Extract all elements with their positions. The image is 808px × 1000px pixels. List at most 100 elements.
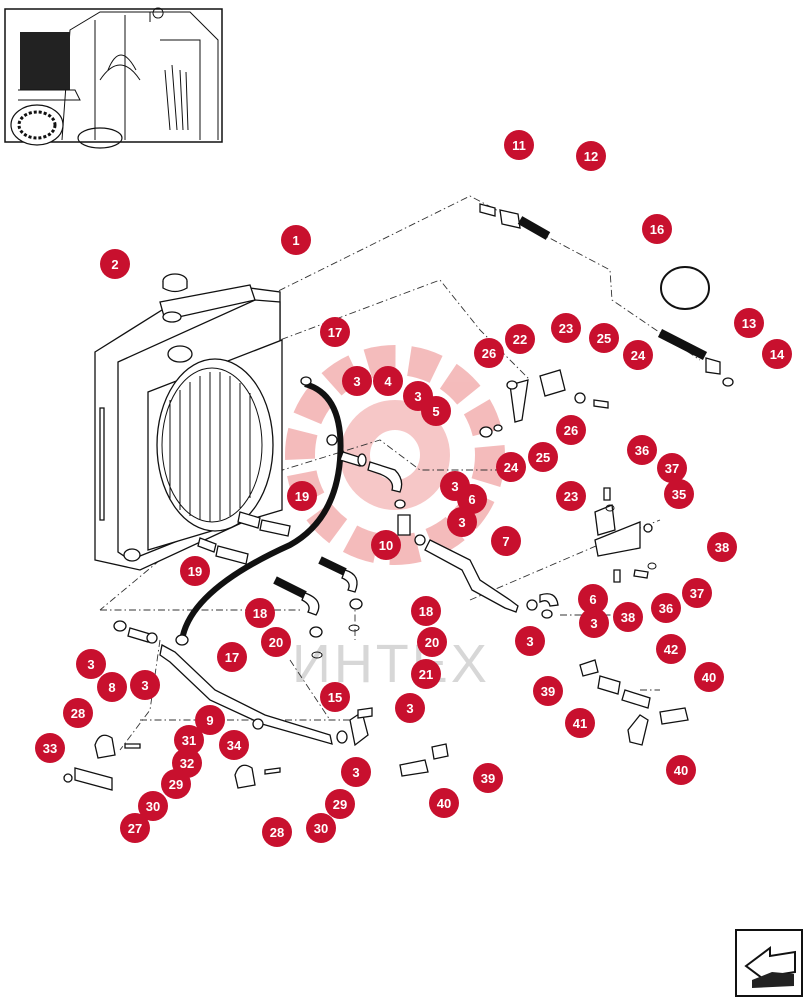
next-page-arrow-icon[interactable] bbox=[735, 929, 803, 997]
callout-number: 13 bbox=[742, 316, 756, 331]
callout-38: 38 bbox=[613, 602, 643, 632]
callout-badge bbox=[76, 649, 106, 679]
callout-40: 40 bbox=[666, 755, 696, 785]
callout-number: 26 bbox=[482, 346, 496, 361]
callout-number: 37 bbox=[665, 461, 679, 476]
callout-badge bbox=[515, 626, 545, 656]
callout-number: 29 bbox=[169, 777, 183, 792]
callout-number: 6 bbox=[468, 492, 475, 507]
callout-number: 22 bbox=[513, 332, 527, 347]
callout-badge bbox=[762, 339, 792, 369]
callout-3: 3 bbox=[76, 649, 106, 679]
callout-25: 25 bbox=[589, 323, 619, 353]
callout-badge bbox=[100, 249, 130, 279]
callout-number: 5 bbox=[432, 404, 439, 419]
callout-badge bbox=[219, 730, 249, 760]
callout-40: 40 bbox=[429, 788, 459, 818]
callout-9: 9 bbox=[195, 705, 225, 735]
callout-number: 40 bbox=[702, 670, 716, 685]
callout-badge bbox=[496, 452, 526, 482]
callout-number: 42 bbox=[664, 642, 678, 657]
callout-3: 3 bbox=[447, 507, 477, 537]
callout-number: 26 bbox=[564, 423, 578, 438]
callout-number: 3 bbox=[406, 701, 413, 716]
callout-number: 40 bbox=[674, 763, 688, 778]
callout-number: 32 bbox=[180, 756, 194, 771]
coolant-hose bbox=[179, 381, 344, 641]
callout-number: 40 bbox=[437, 796, 451, 811]
callout-15: 15 bbox=[320, 682, 350, 712]
callout-30: 30 bbox=[138, 791, 168, 821]
callout-number: 33 bbox=[43, 741, 57, 756]
callout-30: 30 bbox=[306, 813, 336, 843]
callout-24: 24 bbox=[496, 452, 526, 482]
callout-number: 12 bbox=[584, 149, 598, 164]
callout-17: 17 bbox=[217, 642, 247, 672]
callout-badge bbox=[734, 308, 764, 338]
callout-number: 3 bbox=[414, 389, 421, 404]
callout-number: 1 bbox=[292, 233, 299, 248]
callout-2: 2 bbox=[100, 249, 130, 279]
callout-badge bbox=[504, 130, 534, 160]
callout-39: 39 bbox=[533, 676, 563, 706]
callout-number: 3 bbox=[87, 657, 94, 672]
callout-number: 14 bbox=[770, 347, 785, 362]
callout-badge bbox=[491, 526, 521, 556]
hose-fittings bbox=[63, 376, 657, 783]
callout-3: 3 bbox=[579, 608, 609, 638]
callout-badge bbox=[371, 530, 401, 560]
callout-23: 23 bbox=[551, 313, 581, 343]
callout-badge bbox=[35, 733, 65, 763]
callout-20: 20 bbox=[417, 627, 447, 657]
callout-36: 36 bbox=[651, 593, 681, 623]
callout-badge bbox=[174, 725, 204, 755]
tee-fittings bbox=[399, 659, 689, 777]
tractor-location-thumbnail bbox=[4, 7, 223, 149]
watermark-text: ИНТЕХ bbox=[292, 634, 490, 694]
callout-number: 17 bbox=[225, 650, 239, 665]
callout-number: 41 bbox=[573, 716, 587, 731]
callout-22: 22 bbox=[505, 324, 535, 354]
callout-6: 6 bbox=[578, 584, 608, 614]
callout-badge bbox=[556, 481, 586, 511]
callout-badge bbox=[320, 317, 350, 347]
callout-badge bbox=[551, 313, 581, 343]
callout-number: 23 bbox=[564, 489, 578, 504]
callout-number: 19 bbox=[188, 564, 202, 579]
callout-42: 42 bbox=[656, 634, 686, 664]
callout-number: 20 bbox=[425, 635, 439, 650]
callout-badge bbox=[325, 789, 355, 819]
callout-badge bbox=[411, 596, 441, 626]
callout-number: 38 bbox=[621, 610, 635, 625]
callout-number: 4 bbox=[384, 374, 392, 389]
callout-number: 16 bbox=[650, 222, 664, 237]
callout-14: 14 bbox=[762, 339, 792, 369]
callout-5: 5 bbox=[421, 396, 451, 426]
callout-39: 39 bbox=[473, 763, 503, 793]
callout-badge bbox=[341, 757, 371, 787]
filler-cap bbox=[162, 273, 188, 293]
callout-18: 18 bbox=[245, 598, 275, 628]
callout-36: 36 bbox=[627, 435, 657, 465]
callout-badge bbox=[565, 708, 595, 738]
callout-41: 41 bbox=[565, 708, 595, 738]
callout-16: 16 bbox=[642, 214, 672, 244]
callout-number: 11 bbox=[512, 138, 526, 153]
callout-badge bbox=[395, 693, 425, 723]
callout-number: 23 bbox=[559, 321, 573, 336]
callout-badge bbox=[533, 676, 563, 706]
callout-number: 36 bbox=[659, 601, 673, 616]
callout-number: 24 bbox=[504, 460, 519, 475]
callout-28: 28 bbox=[63, 698, 93, 728]
callout-number: 3 bbox=[458, 515, 465, 530]
callout-badge bbox=[245, 598, 275, 628]
callout-number: 19 bbox=[295, 489, 309, 504]
callout-badge bbox=[411, 659, 441, 689]
callout-number: 37 bbox=[690, 586, 704, 601]
callout-badge bbox=[130, 670, 160, 700]
callout-12: 12 bbox=[576, 141, 606, 171]
callout-badge bbox=[429, 788, 459, 818]
callout-number: 35 bbox=[672, 487, 686, 502]
callout-31: 31 bbox=[174, 725, 204, 755]
callout-1: 1 bbox=[281, 225, 311, 255]
